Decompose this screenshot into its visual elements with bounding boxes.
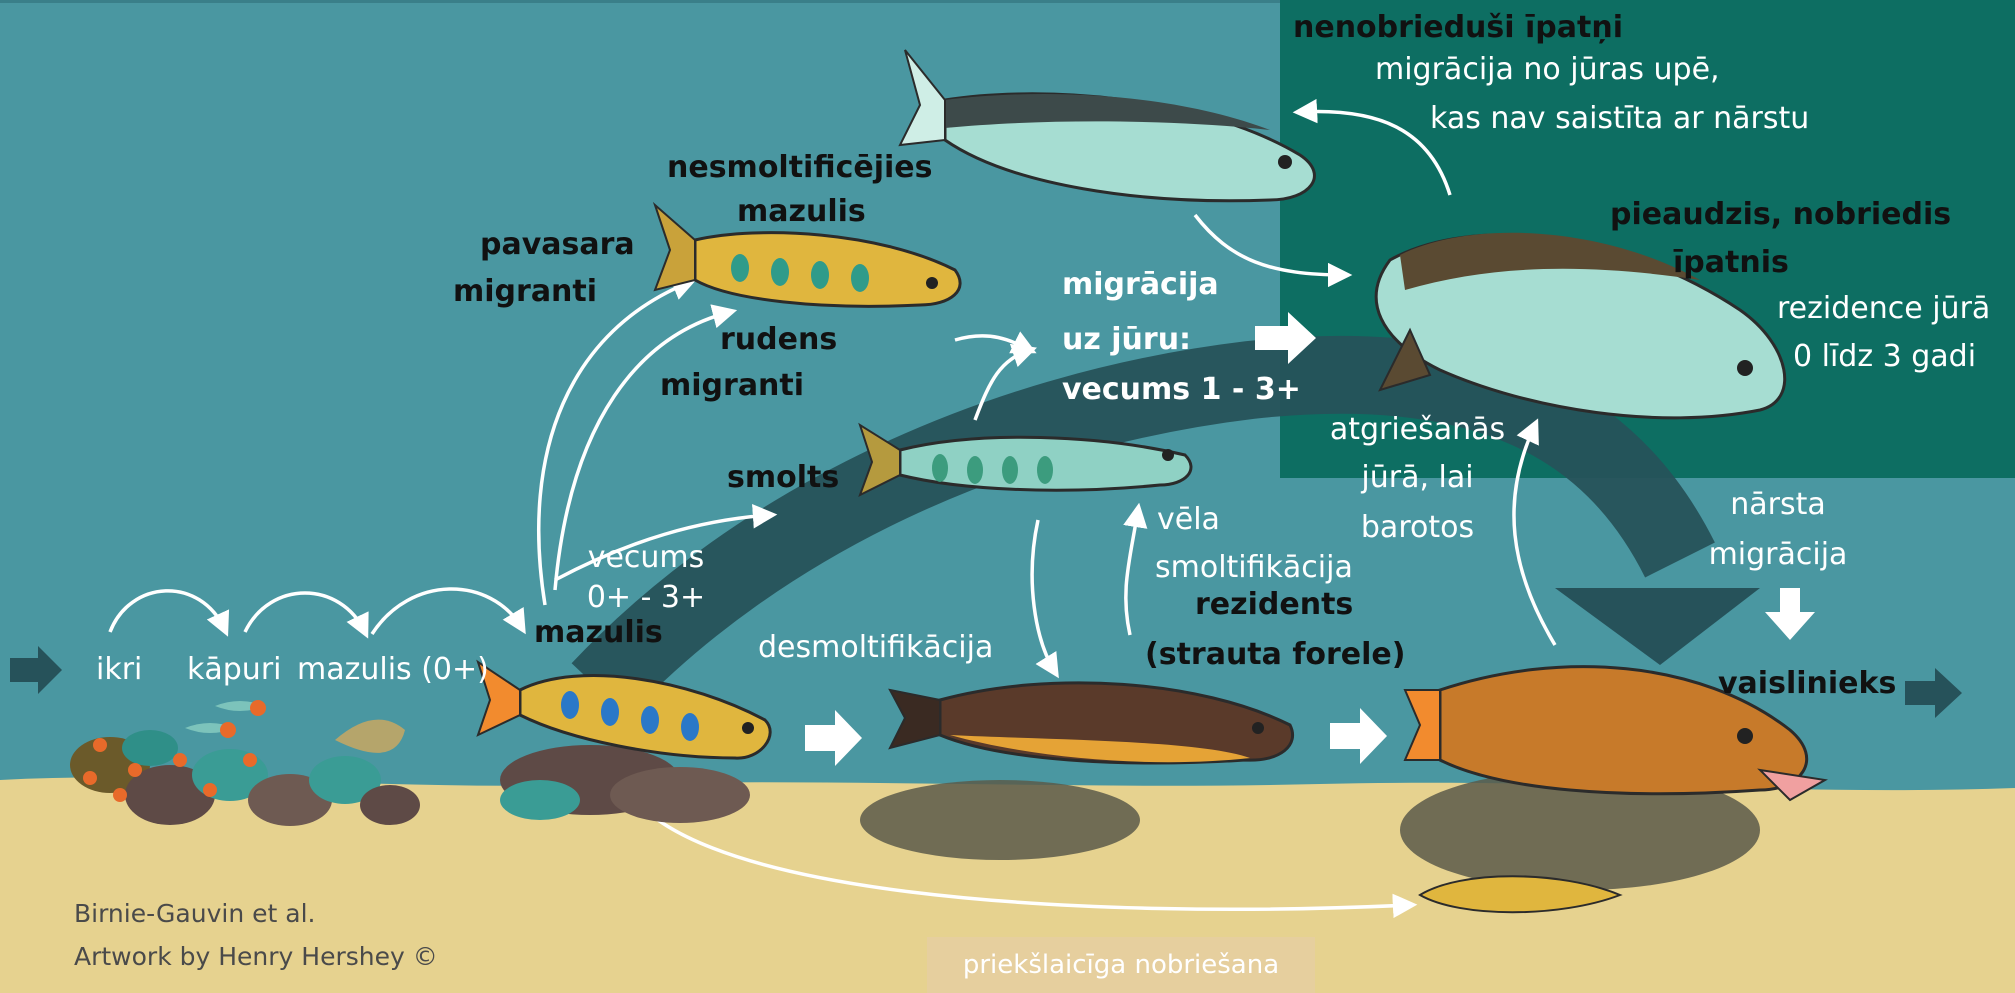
label-mazulis-0: mazulis (0+) <box>297 650 489 690</box>
credit-authors: Birnie-Gauvin et al. <box>74 896 315 932</box>
label-atgriesanas-1: atgriešanās <box>1320 410 1515 450</box>
label-rezidents-2: (strauta forele) <box>1145 635 1405 675</box>
label-nesmolt-1: nesmoltificējies <box>667 148 932 188</box>
label-priekslaiciga: priekšlaicīga nobriešana <box>927 937 1315 993</box>
label-migracija-1: migrācija <box>1062 265 1219 305</box>
label-rudens-1: rudens <box>720 320 837 360</box>
label-pavasara-1: pavasara <box>480 225 635 265</box>
label-pieaudzis-1: pieaudzis, nobriedis <box>1610 195 1951 235</box>
label-vela-2: smoltifikācija <box>1155 548 1353 588</box>
label-migracija-3: vecums 1 - 3+ <box>1062 370 1301 410</box>
premature-maturation-label-box: priekšlaicīga nobriešana <box>927 937 1315 993</box>
label-migracija-2: uz jūru: <box>1062 320 1191 360</box>
label-nenobriedusi-1: migrācija no jūras upē, <box>1375 50 1720 90</box>
credit-artwork: Artwork by Henry Hershey © <box>74 939 438 975</box>
label-vecums-2: 0+ - 3+ <box>586 578 706 618</box>
label-vaislinieks: vaislinieks <box>1718 664 1896 704</box>
label-rudens-2: migranti <box>660 366 804 406</box>
label-narsta-2: migrācija <box>1680 535 1876 575</box>
label-pieaudzis-2: īpatnis <box>1673 243 1789 283</box>
label-mazulis: mazulis <box>534 613 663 653</box>
label-rezidents-1: rezidents <box>1195 585 1353 625</box>
label-kapuri: kāpuri <box>187 650 281 690</box>
label-nenobriedusi-title: nenobrieduši īpatņi <box>1293 8 1623 48</box>
label-nesmolt-2: mazulis <box>737 192 866 232</box>
label-vela-1: vēla <box>1157 500 1220 540</box>
label-rezidence-2: 0 līdz 3 gadi <box>1793 337 1976 377</box>
label-rezidence-1: rezidence jūrā <box>1777 289 1990 329</box>
label-vecums-1: vecums <box>586 538 706 578</box>
label-pavasara-2: migranti <box>453 272 597 312</box>
label-smolts: smolts <box>727 458 839 498</box>
label-narsta-1: nārsta <box>1703 485 1853 525</box>
label-nenobriedusi-2: kas nav saistīta ar nārstu <box>1430 99 1809 139</box>
label-desmolt: desmoltifikācija <box>758 628 993 668</box>
label-atgriesanas-3: barotos <box>1320 508 1515 548</box>
label-atgriesanas-2: jūrā, lai <box>1320 458 1515 498</box>
label-ikri: ikri <box>96 650 142 690</box>
